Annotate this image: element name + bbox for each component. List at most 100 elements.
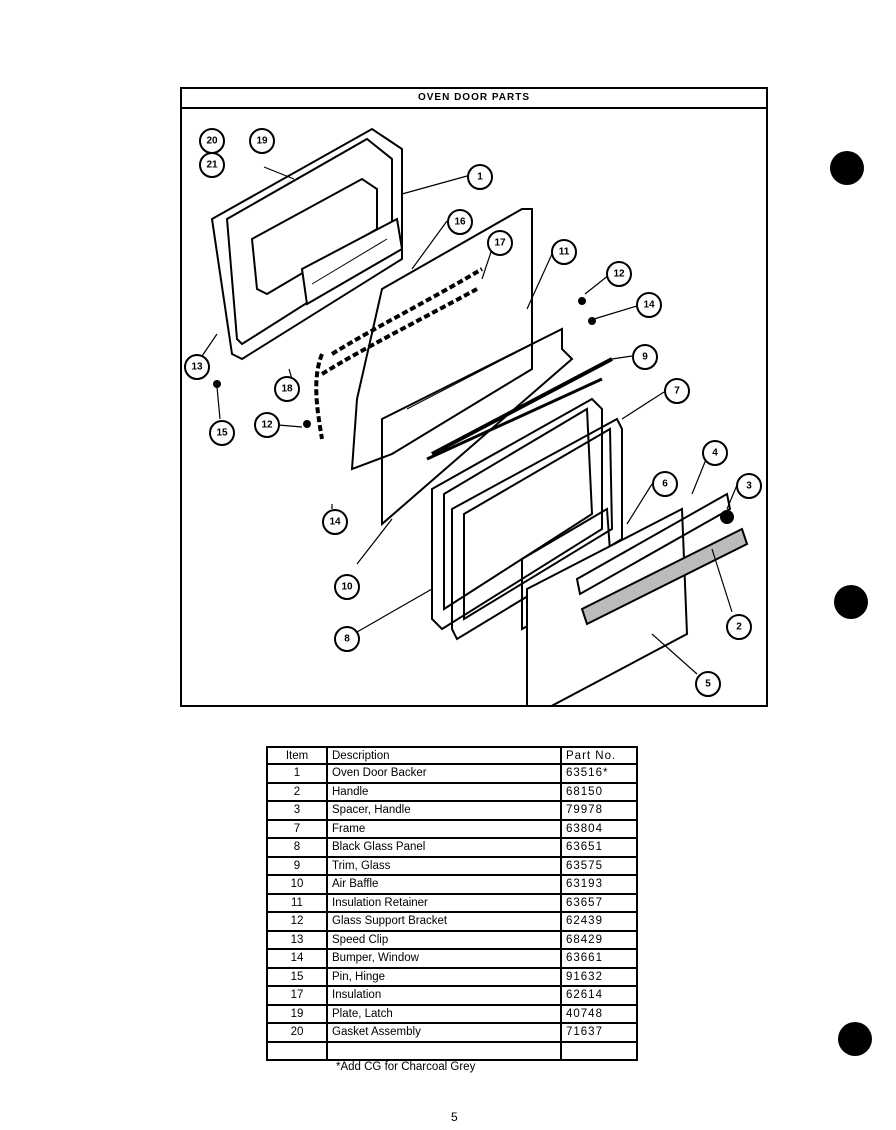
callout-20: 20 bbox=[199, 128, 225, 154]
svg-text:17: 17 bbox=[494, 238, 506, 249]
callout-21: 21 bbox=[199, 152, 225, 178]
cell-item: 10 bbox=[266, 874, 328, 895]
callout-14a: 14 bbox=[636, 292, 662, 318]
cell-item: 1 bbox=[266, 763, 328, 784]
cell-part-no: 63804 bbox=[560, 818, 638, 839]
cell-part-no: 63516* bbox=[560, 763, 638, 784]
cell-part-no: 63193 bbox=[560, 874, 638, 895]
cell-item: 19 bbox=[266, 1003, 328, 1024]
svg-text:16: 16 bbox=[454, 217, 466, 228]
binder-hole-middle bbox=[834, 585, 868, 619]
left-margin bbox=[0, 35, 20, 1130]
cell-part-no: 68150 bbox=[560, 781, 638, 802]
cell-description: Spacer, Handle bbox=[326, 800, 562, 821]
cell-part-no: 63657 bbox=[560, 892, 638, 913]
callout-13: 13 bbox=[184, 354, 210, 380]
air-baffle-part bbox=[381, 327, 574, 527]
svg-text:7: 7 bbox=[674, 386, 680, 397]
svg-text:4: 4 bbox=[712, 448, 718, 459]
binder-hole-top bbox=[830, 151, 864, 185]
cell-item: 20 bbox=[266, 1022, 328, 1043]
callout-4: 4 bbox=[702, 440, 728, 466]
cell-description: Oven Door Backer bbox=[326, 763, 562, 784]
cell-part-no bbox=[560, 1040, 638, 1061]
door-backer-part bbox=[210, 127, 404, 361]
header-description: Description bbox=[326, 746, 562, 765]
insulation-part bbox=[314, 267, 484, 440]
svg-text:18: 18 bbox=[281, 384, 293, 395]
svg-text:6: 6 bbox=[662, 479, 668, 490]
cell-item: 3 bbox=[266, 800, 328, 821]
cell-description: Trim, Glass bbox=[326, 855, 562, 876]
svg-text:1: 1 bbox=[477, 172, 483, 183]
cell-item: 14 bbox=[266, 948, 328, 969]
cell-part-no: 40748 bbox=[560, 1003, 638, 1024]
cell-part-no: 62439 bbox=[560, 911, 638, 932]
callout-19: 19 bbox=[249, 128, 275, 154]
insulation-retainer-part bbox=[350, 208, 533, 471]
callout-12a: 12 bbox=[606, 261, 632, 287]
callout-3: 3 bbox=[736, 473, 762, 499]
glass-trim-part bbox=[431, 357, 613, 456]
cell-part-no: 68429 bbox=[560, 929, 638, 950]
svg-text:12: 12 bbox=[613, 269, 625, 280]
callout-16: 16 bbox=[447, 209, 473, 235]
cell-description: Glass Support Bracket bbox=[326, 911, 562, 932]
diagram-title: OVEN DOOR PARTS bbox=[182, 89, 766, 109]
exploded-diagram: OVEN DOOR PARTS bbox=[180, 87, 768, 707]
cell-part-no: 91632 bbox=[560, 966, 638, 987]
callout-11: 11 bbox=[551, 239, 577, 265]
cell-item: 13 bbox=[266, 929, 328, 950]
cell-description: Insulation bbox=[326, 985, 562, 1006]
cell-item: 15 bbox=[266, 966, 328, 987]
svg-text:2: 2 bbox=[736, 622, 742, 633]
cell-item: 7 bbox=[266, 818, 328, 839]
svg-text:10: 10 bbox=[341, 582, 353, 593]
svg-text:3: 3 bbox=[746, 481, 752, 492]
cell-item: 2 bbox=[266, 781, 328, 802]
svg-text:15: 15 bbox=[216, 428, 228, 439]
callout-2: 2 bbox=[726, 614, 752, 640]
page-number: 5 bbox=[451, 1110, 458, 1124]
svg-text:11: 11 bbox=[559, 247, 570, 258]
cell-description: Black Glass Panel bbox=[326, 837, 562, 858]
cell-description: Handle bbox=[326, 781, 562, 802]
cell-description: Gasket Assembly bbox=[326, 1022, 562, 1043]
callout-12b: 12 bbox=[254, 412, 280, 438]
svg-text:9: 9 bbox=[642, 352, 648, 363]
svg-text:12: 12 bbox=[261, 420, 273, 431]
cell-description: Pin, Hinge bbox=[326, 966, 562, 987]
handle-part bbox=[580, 527, 749, 626]
callout-17: 17 bbox=[487, 230, 513, 256]
cell-description: Air Baffle bbox=[326, 874, 562, 895]
diagram-drawing: 20 21 19 1 16 17 11 12 14 13 18 15 12 9 … bbox=[184, 127, 762, 705]
cell-description bbox=[326, 1040, 562, 1061]
callout-5: 5 bbox=[695, 671, 721, 697]
top-margin bbox=[0, 0, 896, 35]
callouts: 20 21 19 1 16 17 11 12 14 13 18 15 12 9 … bbox=[184, 128, 762, 697]
cell-part-no: 63661 bbox=[560, 948, 638, 969]
cell-item: 17 bbox=[266, 985, 328, 1006]
callout-10: 10 bbox=[334, 574, 360, 600]
table-row bbox=[266, 1040, 638, 1061]
svg-text:13: 13 bbox=[191, 362, 203, 373]
svg-text:19: 19 bbox=[256, 136, 268, 147]
callout-14b: 14 bbox=[322, 509, 348, 535]
footnote: *Add CG for Charcoal Grey bbox=[336, 1061, 476, 1073]
callout-7: 7 bbox=[664, 378, 690, 404]
svg-text:14: 14 bbox=[329, 517, 341, 528]
cell-part-no: 63651 bbox=[560, 837, 638, 858]
svg-text:21: 21 bbox=[206, 160, 218, 171]
